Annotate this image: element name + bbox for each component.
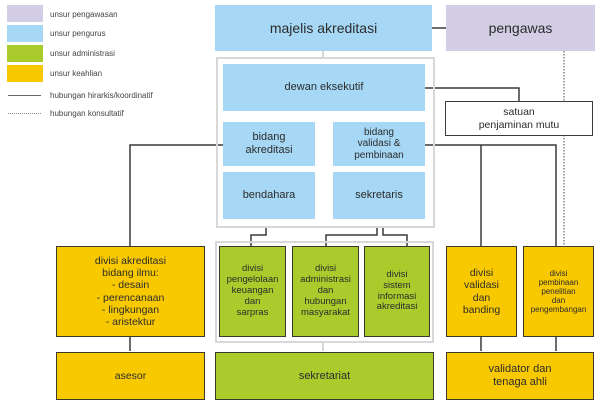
node-sekretaris: sekretaris	[333, 172, 425, 219]
legend-dotted-line	[8, 113, 41, 114]
frame-administrasi	[215, 241, 434, 343]
legend-label-keahlian: unsur keahlian	[50, 69, 103, 78]
legend-label-hirarkis: hubungan hirarkis/koordinatif	[50, 91, 153, 100]
legend-label-pengurus: unsur pengurus	[50, 29, 106, 38]
legend-label-konsultatif: hubungan konsultatif	[50, 109, 124, 118]
frame-pengurus	[216, 57, 435, 228]
node-divisi-akreditasi: divisi akreditasi bidang ilmu: - desain …	[56, 246, 205, 337]
node-divisi-validasi: divisi validasi dan banding	[446, 246, 517, 337]
legend-swatch-pengawasan	[7, 5, 43, 22]
node-bidang-validasi: bidang validasi & pembinaan	[333, 122, 425, 166]
node-divisi-pembinaan: divisi pembinaan penelitian dan pengemba…	[523, 246, 594, 337]
line-bidang-validasi-divisi	[425, 144, 557, 247]
node-majelis-akreditasi: majelis akreditasi	[215, 5, 432, 51]
node-bidang-akreditasi: bidang akreditasi	[223, 122, 315, 166]
legend-swatch-administrasi	[7, 45, 43, 62]
node-divisi-administrasi: divisi administrasi dan hubungan masyara…	[292, 246, 359, 337]
node-pengawas: pengawas	[446, 5, 595, 51]
node-divisi-keuangan: divisi pengelolaan keuangan dan sarpras	[219, 246, 286, 337]
node-asesor: asesor	[56, 352, 205, 400]
line-bidang-divisi-akreditasi	[129, 144, 223, 247]
line-dewan-satuan	[425, 87, 520, 102]
legend-solid-line	[8, 95, 41, 96]
node-sekretariat: sekretariat	[215, 352, 434, 400]
node-bendahara: bendahara	[223, 172, 315, 219]
legend-swatch-keahlian	[7, 65, 43, 82]
legend-label-administrasi: unsur administrasi	[50, 49, 115, 58]
node-dewan-eksekutif: dewan eksekutif	[223, 64, 425, 111]
legend-swatch-pengurus	[7, 25, 43, 42]
node-satuan-penjaminan-mutu: satuan penjaminan mutu	[445, 101, 593, 136]
node-divisi-sistem: divisi sistem informasi akreditasi	[364, 246, 430, 337]
legend-label-pengawasan: unsur pengawasan	[50, 10, 118, 19]
node-validator-tenaga-ahli: validator dan tenaga ahli	[446, 352, 594, 400]
